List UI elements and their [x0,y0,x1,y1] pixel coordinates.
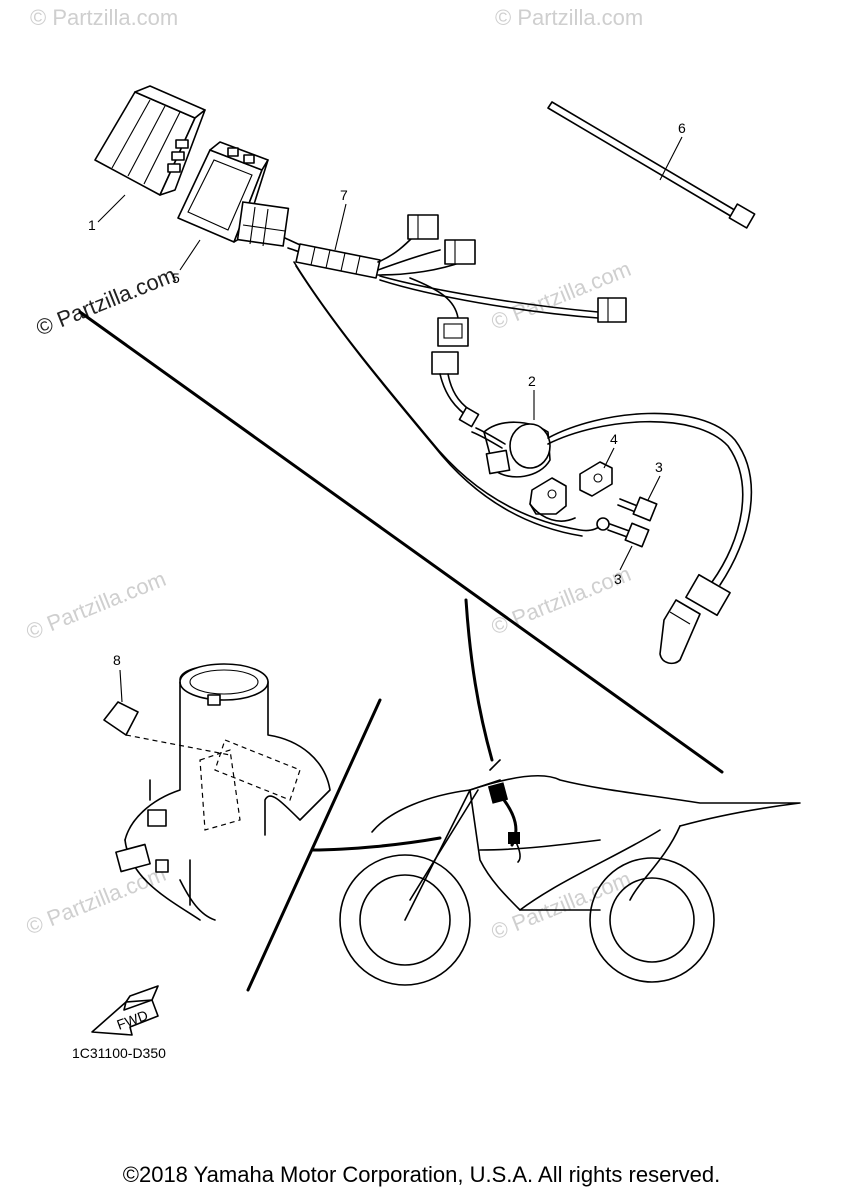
callout-3b: 3 [614,571,622,587]
watermark-faded: © Partzilla.com [488,256,635,335]
part-coil-brackets[interactable] [529,461,613,522]
watermark-faded: © Partzilla.com [30,5,178,30]
part-ignition-coil[interactable] [471,412,753,665]
diagram-code: 1C31100-D350 [72,1045,166,1061]
forward-direction-arrow: FWD [91,985,159,1036]
part-wire-harness[interactable] [236,201,627,537]
inset-frame-headpipe [115,663,331,921]
callout-4: 4 [610,431,618,447]
part-cdi-unit[interactable] [94,85,206,196]
callout-1: 1 [88,217,96,233]
callout-7: 7 [340,187,348,203]
part-bolt-upper[interactable] [617,496,658,522]
part-relay-label[interactable] [103,701,139,736]
callout-2: 2 [528,373,536,389]
copyright-notice: ©2018 Yamaha Motor Corporation, U.S.A. A… [122,1162,721,1187]
section-divider-line [78,310,724,774]
callout-8: 8 [113,652,121,668]
motorcycle-location-view [339,759,801,986]
inset-divider-line [246,698,382,992]
part-bolt-lower[interactable] [596,517,650,548]
watermark-faded: © Partzilla.com [23,861,170,940]
part-cable-tie[interactable] [547,101,756,229]
location-leader-upper [464,598,494,762]
callout-6: 6 [678,120,686,136]
callout-3a: 3 [655,459,663,475]
watermark-faded: © Partzilla.com [495,5,643,30]
watermark-faded: © Partzilla.com [488,561,635,640]
callout-5: 5 [172,270,180,286]
location-leader-lower [310,836,442,852]
watermark-faded: © Partzilla.com [23,566,170,645]
